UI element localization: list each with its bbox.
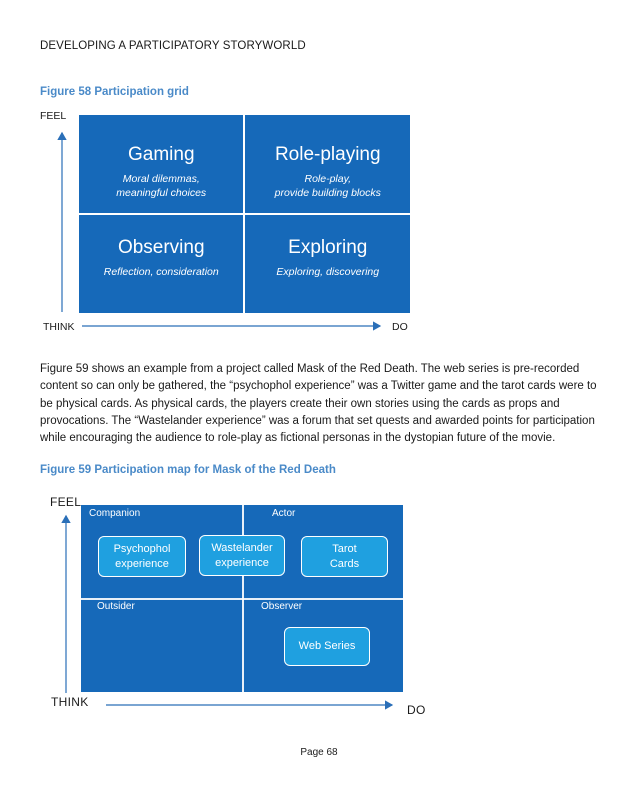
chip-wastelander-experience: Wastelander experience [199, 535, 285, 576]
chip-label-line2: experience [115, 557, 169, 570]
chip-label-line1: Tarot [332, 542, 357, 555]
quadrant-label-actor: Actor [272, 508, 296, 519]
grid-cell-gaming: Gaming Moral dilemmas, meaningful choice… [79, 115, 244, 213]
fig59-think-label: THINK [51, 695, 89, 709]
chip-tarot-cards: Tarot Cards [301, 536, 388, 577]
cell-title: Observing [117, 237, 205, 258]
chip-label-line1: Psychophol [113, 542, 171, 555]
page-number: Page 68 [300, 747, 338, 758]
cell-subtitle-line2: provide building blocks [274, 187, 381, 199]
fig59-feel-label: FEEL [50, 495, 82, 509]
cell-title: Exploring [288, 237, 368, 258]
quadrant-label-companion: Companion [89, 508, 141, 519]
cell-subtitle-line2: meaningful choices [116, 187, 207, 199]
quadrant-label-observer: Observer [261, 601, 303, 612]
cell-subtitle: Moral dilemmas, meaningful choices [79, 172, 244, 200]
cell-title: Role-playing [274, 144, 381, 165]
cell-subtitle-line1: Moral dilemmas, [122, 173, 200, 185]
chip-label-line2: experience [215, 556, 269, 569]
fig58-feel-label: FEEL [40, 110, 67, 122]
grid-cell-observing: Observing Reflection, consideration [79, 215, 244, 313]
cell-subtitle: Role-play, provide building blocks [246, 172, 411, 200]
chip-label-line1: Wastelander [211, 541, 273, 554]
fig59-do-label: DO [407, 703, 426, 717]
cell-subtitle: Exploring, discovering [276, 266, 380, 278]
figure-59-caption: Figure 59 Participation map for Mask of … [40, 464, 336, 476]
fig58-do-label: DO [392, 321, 408, 333]
chip-label-line2: Cards [329, 557, 360, 570]
cell-subtitle-line1: Role-play, [304, 173, 352, 185]
cell-title: Gaming [127, 144, 195, 165]
grid-cell-role-playing: Role-playing Role-play, provide building… [245, 115, 411, 213]
participation-map: Companion Actor Outsider Observer Psycho… [81, 505, 403, 692]
chip-web-series: Web Series [284, 627, 370, 666]
map-divider-horizontal [81, 598, 403, 600]
figure-58-caption: Figure 58 Participation grid [40, 86, 189, 98]
page-header: DEVELOPING A PARTICIPATORY STORYWORLD [40, 40, 306, 52]
quadrant-label-outsider: Outsider [97, 601, 135, 612]
cell-subtitle: Reflection, consideration [103, 266, 219, 278]
grid-divider-horizontal [79, 213, 410, 215]
body-paragraph: Figure 59 shows an example from a projec… [40, 363, 597, 445]
chip-psychophol-experience: Psychophol experience [98, 536, 186, 577]
fig58-think-label: THINK [43, 321, 75, 333]
grid-cell-exploring: Exploring Exploring, discovering [245, 215, 410, 313]
